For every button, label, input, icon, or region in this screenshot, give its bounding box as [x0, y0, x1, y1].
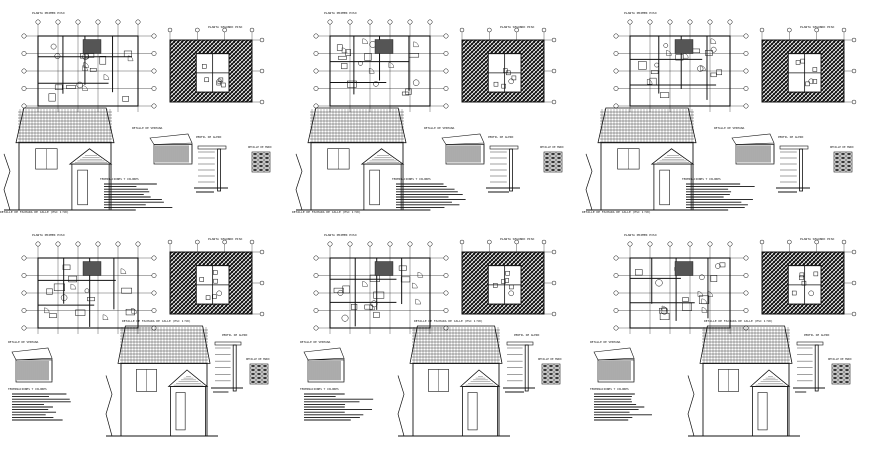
notes-title: TERMINACIONES Y COLORES	[100, 177, 139, 181]
detail-label-wall: DETALLE DE MURO	[828, 357, 852, 361]
detail-label-eave: PERFIL DE ALERO	[222, 333, 248, 337]
detail-label-wall: DETALLE DE MURO	[246, 357, 270, 361]
plan-label-upper-floor: PLANTA SEGUNDO PISO	[800, 237, 835, 241]
notes-title: TERMINACIONES Y COLORES	[300, 387, 339, 391]
detail-label-window: DETALLE DE VENTANA	[714, 126, 745, 130]
detail-label-eave: PERFIL DE ALERO	[196, 135, 222, 139]
detail-label-wall: DETALLE DE MURO	[538, 357, 562, 361]
detail-label-window: DETALLE DE VENTANA	[590, 340, 621, 344]
detail-label-window: DETALLE DE VENTANA	[132, 126, 163, 130]
elevation-caption: DETALLE DE FACHADA DE CALLE (ESC 1:50)	[122, 319, 191, 323]
notes-title: TERMINACIONES Y COLORES	[392, 177, 431, 181]
elevation-caption: DETALLE DE FACHADA DE CALLE (ESC 1:50)	[414, 319, 483, 323]
detail-label-eave: PERFIL DE ALERO	[514, 333, 540, 337]
plan-label-upper-floor: PLANTA SEGUNDO PISO	[800, 25, 835, 29]
plan-label-upper-floor: PLANTA SEGUNDO PISO	[208, 237, 243, 241]
elevation-caption: DETALLE DE FACHADA DE CALLE (ESC 1:50)	[292, 210, 361, 214]
detail-label-wall: DETALLE DE MURO	[830, 145, 854, 149]
notes-title: TERMINACIONES Y COLORES	[682, 177, 721, 181]
detail-label-eave: PERFIL DE ALERO	[804, 333, 830, 337]
plan-label-ground-floor: PLANTA PRIMER PISO	[624, 11, 657, 15]
notes-title: TERMINACIONES Y COLORES	[8, 387, 47, 391]
drawing-panel: PLANTA PRIMER PISO PLANTA SEGUNDO PISO DET…	[292, 11, 564, 214]
drawing-panel: PLANTA PRIMER PISO PLANTA SEGUNDO PISO DET…	[300, 233, 562, 437]
detail-label-window: DETALLE DE VENTANA	[424, 126, 455, 130]
detail-label-wall: DETALLE DE MURO	[248, 145, 272, 149]
elevation-caption: DETALLE DE FACHADA DE CALLE (ESC 1:50)	[0, 210, 69, 214]
detail-label-eave: PERFIL DE ALERO	[488, 135, 514, 139]
detail-label-eave: PERFIL DE ALERO	[778, 135, 804, 139]
detail-label-window: DETALLE DE VENTANA	[8, 340, 39, 344]
drawing-panel: PLANTA PRIMER PISO PLANTA SEGUNDO PISO DET…	[0, 11, 272, 214]
plan-label-ground-floor: PLANTA PRIMER PISO	[624, 233, 657, 237]
plan-label-ground-floor: PLANTA PRIMER PISO	[324, 233, 357, 237]
plan-label-ground-floor: PLANTA PRIMER PISO	[324, 11, 357, 15]
plan-label-upper-floor: PLANTA SEGUNDO PISO	[500, 237, 535, 241]
elevation-caption: DETALLE DE FACHADA DE CALLE (ESC 1:50)	[704, 319, 773, 323]
plan-label-upper-floor: PLANTA SEGUNDO PISO	[208, 25, 243, 29]
plan-label-ground-floor: PLANTA PRIMER PISO	[32, 11, 65, 15]
drawing-panel: PLANTA PRIMER PISO PLANTA SEGUNDO PISO DET…	[590, 233, 857, 437]
detail-label-wall: DETALLE DE MURO	[540, 145, 564, 149]
drawing-panel: PLANTA PRIMER PISO PLANTA SEGUNDO PISO DET…	[582, 11, 857, 214]
plan-label-upper-floor: PLANTA SEGUNDO PISO	[500, 25, 535, 29]
notes-title: TERMINACIONES Y COLORES	[590, 387, 629, 391]
detail-label-window: DETALLE DE VENTANA	[300, 340, 331, 344]
drawing-panel: PLANTA PRIMER PISO PLANTA SEGUNDO PISO DET…	[8, 233, 270, 437]
elevation-caption: DETALLE DE FACHADA DE CALLE (ESC 1:50)	[582, 210, 651, 214]
plan-label-ground-floor: PLANTA PRIMER PISO	[32, 233, 65, 237]
